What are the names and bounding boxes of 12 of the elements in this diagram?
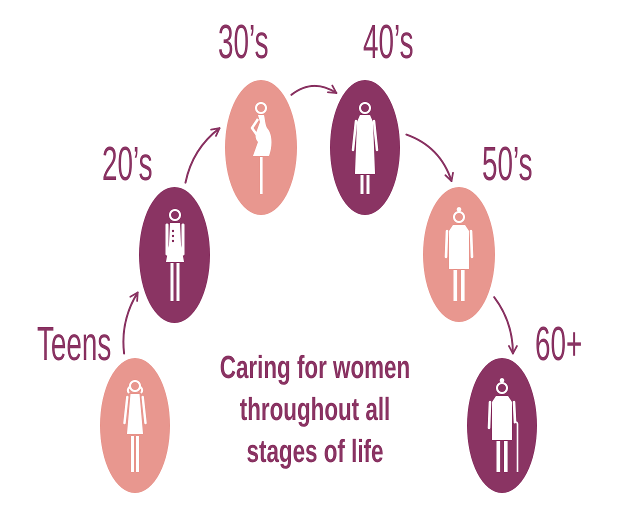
- curved-arrow: [122, 292, 139, 354]
- age-label: 40’s: [363, 19, 414, 67]
- age-label: 30’s: [218, 19, 269, 67]
- age-label: Teens: [37, 321, 112, 369]
- curved-arrow: [290, 84, 338, 96]
- curved-arrow: [184, 127, 220, 184]
- age-label: 50’s: [482, 141, 533, 189]
- curved-arrow: [493, 296, 518, 354]
- age-label: 20’s: [102, 141, 153, 189]
- curved-arrow: [405, 134, 454, 182]
- age-label: 60+: [535, 321, 582, 369]
- headline-text: Caring for women throughout all stages of life: [218, 348, 412, 471]
